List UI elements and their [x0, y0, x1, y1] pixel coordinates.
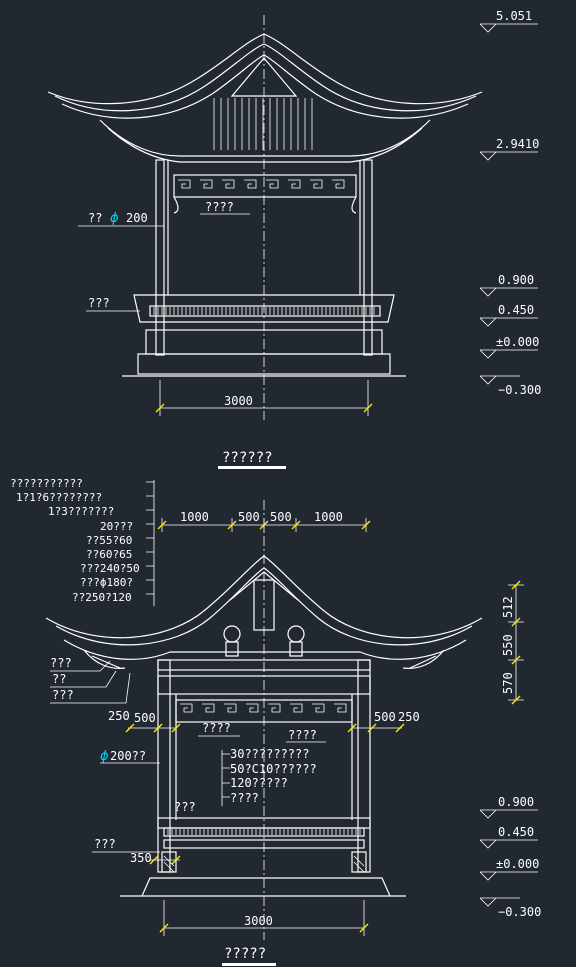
- floor-note-1: 30?????????: [230, 747, 309, 761]
- level-markers-bottom: 0.900 0.450 ±0.000 −0.300: [479, 795, 541, 919]
- span-dimension-top: 3000: [224, 394, 253, 408]
- bottom-section: ??????????? 1?1?6???????? 1?3??????? 20?…: [10, 477, 524, 966]
- spec-line-5: ??55?60: [86, 534, 132, 547]
- dim-500-left: 500: [238, 510, 260, 524]
- level-0000-bottom: ±0.000: [496, 857, 539, 871]
- level-markers-top: 5.051 2.9410 0.900 0.450 ±0.000 −0.300: [479, 9, 541, 397]
- dim-1000-left: 1000: [180, 510, 209, 524]
- level-0000-top: ±0.000: [496, 335, 539, 349]
- dim-500-side-left: 500: [134, 711, 156, 725]
- floor-note-4: ????: [230, 791, 259, 805]
- eave-label-1: ???: [50, 656, 72, 670]
- eave-label-2: ??: [52, 672, 66, 686]
- level-0900-bottom: 0.900: [498, 795, 534, 809]
- lattice-label-bottom: ????: [202, 721, 231, 735]
- roof-bottom: [45, 555, 483, 639]
- bench-top: [133, 294, 395, 323]
- top-elevation: ?? ϕ 200 ???? ??? 3000 ??????: [47, 15, 483, 469]
- dim-250-right: 250: [398, 710, 420, 724]
- title-bottom: ?????: [224, 946, 266, 962]
- lattice-label-bottom-right: ????: [288, 728, 317, 742]
- dim-570: 570: [501, 672, 515, 694]
- bench-label-bottom: ???: [174, 800, 196, 814]
- lattice-label-top: ????: [205, 200, 234, 214]
- base-dim-350: 350: [130, 851, 152, 865]
- column-right-top: [363, 159, 373, 356]
- spec-line-7: ???240?50: [80, 562, 140, 575]
- bench-label-top: ???: [88, 296, 110, 310]
- column-left-top: [155, 159, 165, 356]
- lattice-frame-top: [173, 174, 357, 198]
- dim-1000-right: 1000: [314, 510, 343, 524]
- spec-line-2: 1?1?6????????: [16, 491, 102, 504]
- level-0900-top: 0.900: [498, 273, 534, 287]
- roof-top: [47, 33, 483, 163]
- column-label-prefix: ??: [88, 211, 102, 225]
- level-29410: 2.9410: [496, 137, 539, 151]
- dim-500-right: 500: [270, 510, 292, 524]
- column-phi-symbol: ϕ: [110, 211, 119, 226]
- level-0450-top: 0.450: [498, 303, 534, 317]
- floor-note-3: 120?????: [230, 776, 288, 790]
- column-diameter: 200: [126, 211, 148, 225]
- level-0450-bottom: 0.450: [498, 825, 534, 839]
- spec-line-4: 20???: [100, 520, 133, 533]
- level-minus0300-bottom: −0.300: [498, 905, 541, 919]
- column-label-bottom: 200??: [110, 749, 146, 763]
- floor-note-2: 50?C10??????: [230, 762, 317, 776]
- eave-label-3: ???: [52, 688, 74, 702]
- dim-500-side-right: 500: [374, 710, 396, 724]
- column-phi-bottom: ϕ: [100, 749, 109, 764]
- spec-line-8: ???ϕ180?: [80, 576, 133, 589]
- spec-line-9: ??250?120: [72, 591, 132, 604]
- dim-250-left: 250: [108, 709, 130, 723]
- spec-list: ??????????? 1?1?6???????? 1?3??????? 20?…: [10, 477, 155, 606]
- dim-512: 512: [501, 596, 515, 618]
- span-dimension-bottom: 3000: [244, 914, 273, 928]
- spec-line-3: 1?3???????: [48, 505, 114, 518]
- dim-550: 550: [501, 634, 515, 656]
- spec-line-1: ???????????: [10, 477, 83, 490]
- title-top: ??????: [222, 450, 273, 466]
- level-minus0300-top: −0.300: [498, 383, 541, 397]
- base-label: ???: [94, 837, 116, 851]
- level-5051: 5.051: [496, 9, 532, 23]
- spec-line-6: ??60?65: [86, 548, 132, 561]
